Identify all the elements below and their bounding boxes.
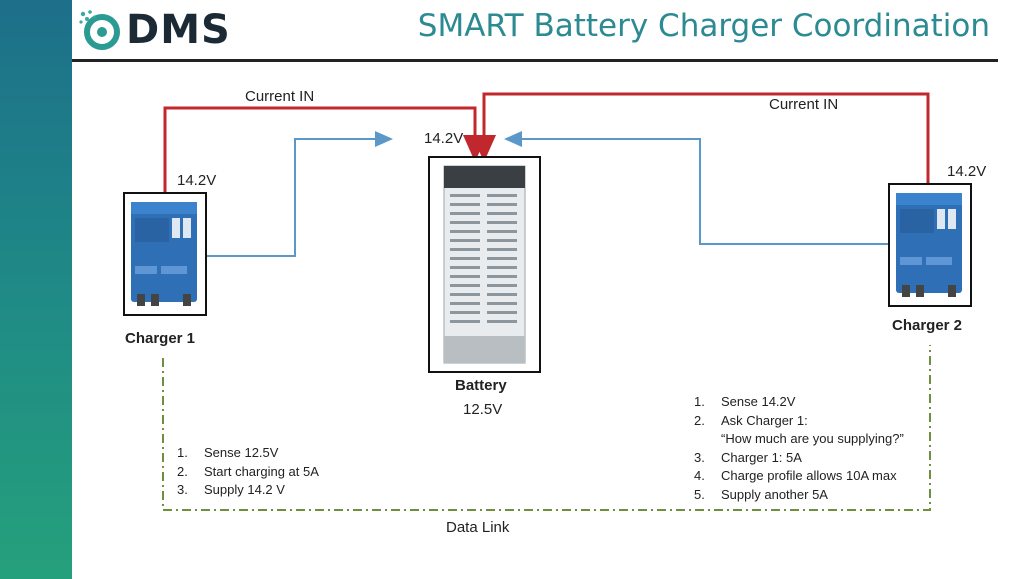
current-wire-charger1 — [163, 106, 487, 194]
charger1-voltage: 14.2V — [177, 172, 217, 189]
list-item: 1.Sense 14.2V — [694, 394, 796, 409]
charger2-steps-list: 1.Sense 14.2V 2.Ask Charger 1: “How much… — [694, 393, 904, 504]
charger1-label: Charger 1 — [125, 330, 196, 347]
page-title: SMART Battery Charger Coordination — [417, 8, 990, 44]
data-link-label: Data Link — [446, 519, 510, 536]
current-in-label-right: Current IN — [769, 96, 839, 113]
charger1-steps-list: 1.Sense 12.5V 2.Start charging at 5A 3.S… — [177, 444, 319, 500]
battery-rack-icon — [443, 165, 526, 364]
logo-swirl-icon — [79, 10, 120, 50]
list-item: 3.Supply 14.2 V — [177, 482, 285, 497]
battery-input-voltage: 14.2V — [424, 130, 464, 147]
charger-unit-icon — [131, 202, 197, 306]
data-link-line — [162, 345, 931, 511]
charger2-label: Charger 2 — [892, 317, 963, 334]
list-item: 5.Supply another 5A — [694, 486, 828, 502]
title-divider — [72, 59, 998, 62]
dms-logo: DMS — [78, 6, 231, 54]
battery-label: Battery — [455, 377, 507, 394]
list-item: 2.Ask Charger 1: — [694, 412, 808, 428]
current-in-label-left: Current IN — [245, 88, 315, 105]
charger2-voltage: 14.2V — [947, 163, 987, 180]
sense-wire-charger1 — [206, 131, 393, 257]
logo-text: DMS — [126, 7, 231, 53]
battery-voltage: 12.5V — [463, 401, 503, 418]
battery-image — [428, 156, 541, 373]
list-item: 1.Sense 12.5V — [177, 445, 279, 460]
list-item: 4.Charge profile allows 10A max — [694, 468, 897, 483]
charger1-image — [123, 192, 207, 316]
list-item: 3.Charger 1: 5A — [694, 449, 802, 465]
list-item: “How much are you supplying?” — [721, 431, 904, 446]
current-wire-charger2 — [472, 92, 930, 187]
sense-wire-charger2 — [504, 131, 888, 245]
list-item: 2.Start charging at 5A — [177, 463, 319, 479]
sidebar-accent — [0, 0, 72, 579]
charger2-image — [888, 183, 972, 307]
charger-unit-icon — [896, 193, 962, 297]
